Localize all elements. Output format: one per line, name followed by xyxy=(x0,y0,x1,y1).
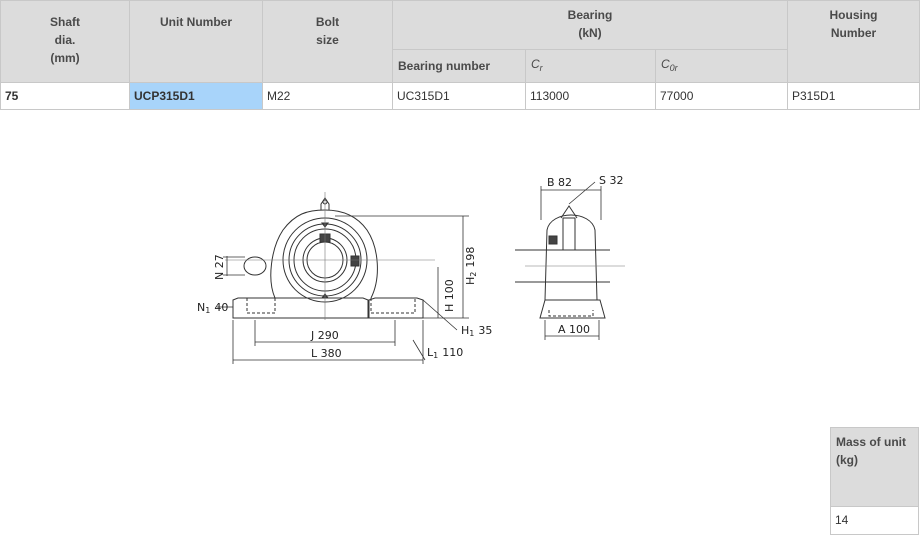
header-bolt-size: Bolt size xyxy=(263,0,393,83)
table-row-c0r: 77000 xyxy=(656,83,788,110)
label-a100: A 100 xyxy=(558,323,590,336)
table-row-bearing-number: UC315D1 xyxy=(393,83,526,110)
label-j290: J 290 xyxy=(310,329,339,342)
label-s32: S 32 xyxy=(599,174,623,187)
mass-of-unit: Mass of unit (kg) 14 xyxy=(830,427,919,535)
header-c0r: C0r xyxy=(656,50,788,83)
header-bearing: Bearing (kN) xyxy=(393,0,788,50)
spec-table: Shaft dia. (mm) Unit Number Bolt size Be… xyxy=(0,0,920,110)
label-h2: H2198 xyxy=(464,247,478,285)
table-row-cr: 113000 xyxy=(526,83,656,110)
table-row-unit-number[interactable]: UCP315D1 xyxy=(130,83,263,110)
header-shaft-dia: Shaft dia. (mm) xyxy=(0,0,130,83)
table-row-shaft-dia: 75 xyxy=(0,83,130,110)
label-l380: L 380 xyxy=(311,347,342,360)
mass-header: Mass of unit (kg) xyxy=(831,428,918,507)
label-b82: B 82 xyxy=(547,176,572,189)
header-bearing-number: Bearing number xyxy=(393,50,526,83)
header-unit-number: Unit Number xyxy=(130,0,263,83)
label-h100: H 100 xyxy=(443,279,456,312)
header-cr: Cr xyxy=(526,50,656,83)
mass-value: 14 xyxy=(835,513,849,527)
table-row-housing-number: P315D1 xyxy=(788,83,920,110)
label-n27: N 27 xyxy=(213,254,226,280)
header-housing-number: Housing Number xyxy=(788,0,920,83)
table-row-bolt-size: M22 xyxy=(263,83,393,110)
